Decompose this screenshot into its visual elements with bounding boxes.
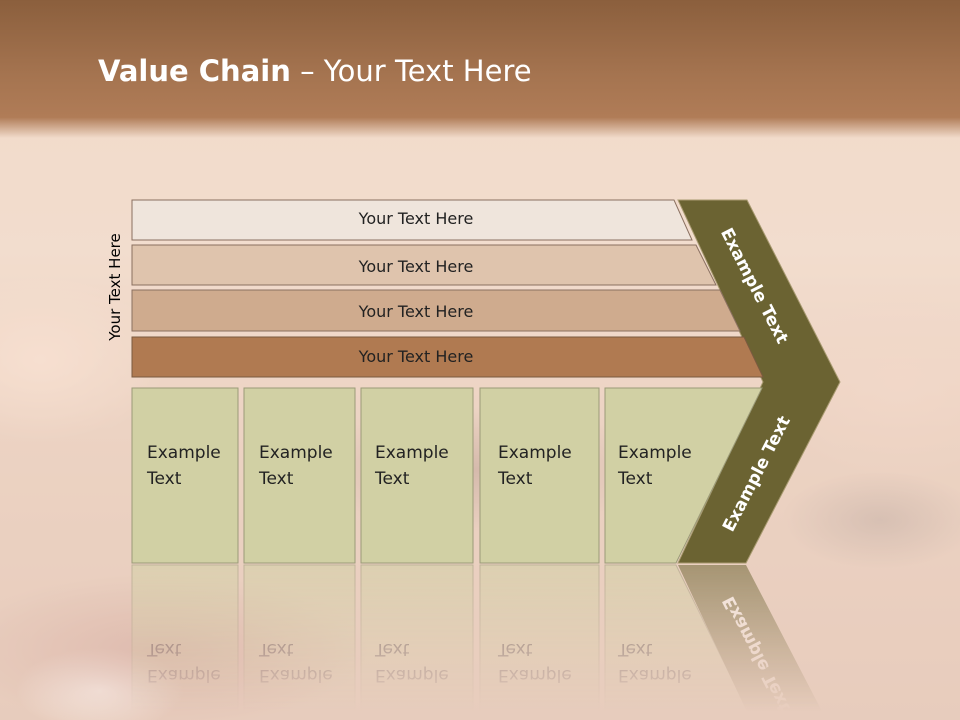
- reflection: Example Text Example Text Example Text E…: [131, 564, 827, 720]
- refl-box-4-line2: Text: [497, 639, 533, 659]
- box-3: [360, 387, 474, 564]
- box-3-line2: Text: [374, 469, 410, 489]
- box-5: [604, 387, 763, 564]
- box-1-line1: Example: [147, 443, 221, 463]
- box-1: [131, 387, 239, 564]
- row-2-label: Your Text Here: [358, 257, 474, 276]
- refl-box-5-line2: Text: [617, 639, 653, 659]
- title-bold: Value Chain: [98, 54, 291, 88]
- refl-box-5-line1: Example: [618, 665, 692, 685]
- refl-box-2-line2: Text: [258, 639, 294, 659]
- support-rows: Your Text Here Your Text Here Your Text …: [131, 199, 764, 378]
- box-2-line2: Text: [258, 469, 294, 489]
- box-2: [243, 387, 356, 564]
- row-3-shape: [131, 289, 741, 332]
- box-2-line1: Example: [259, 443, 333, 463]
- title-bar: [0, 0, 960, 138]
- row-4-shape: [131, 336, 764, 378]
- box-4: [479, 387, 600, 564]
- refl-box-1-line2: Text: [146, 639, 182, 659]
- row-3-label: Your Text Here: [358, 302, 474, 321]
- box-4-line2: Text: [497, 469, 533, 489]
- row-4-label: Your Text Here: [358, 347, 474, 366]
- row-1-label: Your Text Here: [358, 209, 474, 228]
- box-1-line2: Text: [146, 469, 182, 489]
- title-rest: – Your Text Here: [290, 54, 532, 88]
- refl-box-4-line1: Example: [498, 665, 572, 685]
- refl-box-3-line2: Text: [374, 639, 410, 659]
- refl-box-2-line1: Example: [259, 665, 333, 685]
- chevron-arrow: [677, 199, 841, 564]
- refl-box-3-line1: Example: [375, 665, 449, 685]
- row-2-shape: [131, 244, 717, 286]
- refl-box-1-line1: Example: [147, 665, 221, 685]
- row-1-shape: [131, 199, 693, 241]
- box-5-line2: Text: [617, 469, 653, 489]
- page-title: Value Chain – Your Text Here: [98, 54, 532, 88]
- box-3-line1: Example: [375, 443, 449, 463]
- box-5-line1: Example: [618, 443, 692, 463]
- box-4-line1: Example: [498, 443, 572, 463]
- primary-boxes: Example Text Example Text Example Text E…: [131, 387, 763, 564]
